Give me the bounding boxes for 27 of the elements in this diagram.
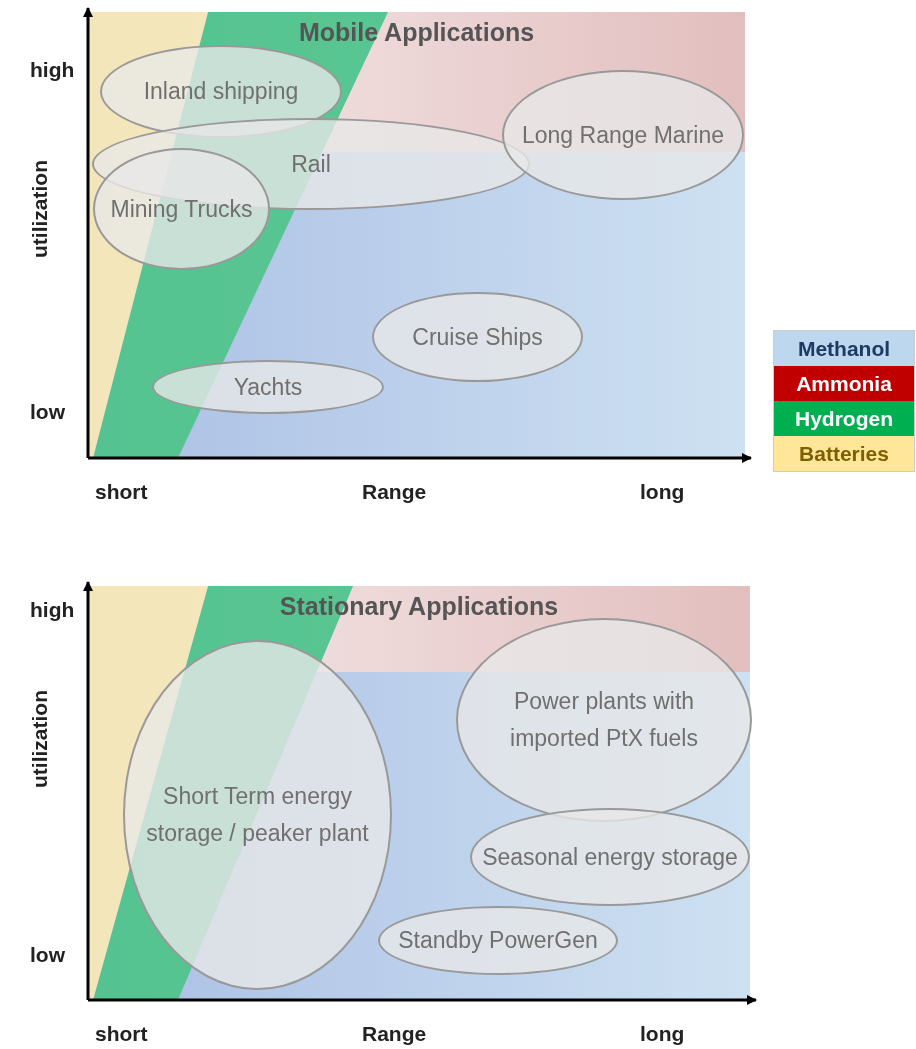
axis-title: Range (362, 1022, 427, 1046)
axis-tick-label: low (30, 943, 65, 967)
legend-label: Ammonia (796, 371, 892, 396)
bubble-label: Yachts (232, 372, 304, 402)
legend-label: Hydrogen (795, 406, 893, 431)
axis-tick-label: short (95, 480, 148, 504)
axis-title: Range (362, 480, 427, 504)
legend-label: Batteries (799, 441, 889, 466)
bubble-label: Long Range Marine (521, 120, 725, 150)
axis-tick-label: long (640, 480, 685, 504)
bubble-label: Rail (290, 149, 332, 179)
axis-title: utilization (28, 160, 52, 258)
bubble-label: Seasonal energy storage (481, 842, 739, 872)
bubble-label: Power plants with imported PtX fuels (509, 687, 699, 753)
bubble-label: Short Term energy storage / peaker plant (145, 782, 370, 848)
bubble-label: Inland shipping (142, 77, 300, 106)
panel-title: Mobile Applications (297, 18, 536, 47)
axis-title: utilization (28, 690, 52, 788)
bubble-label: Mining Trucks (109, 194, 254, 224)
axis-tick-label: low (30, 400, 65, 424)
bubble-label: Cruise Ships (411, 322, 544, 352)
axis-tick-label: high (30, 598, 75, 622)
legend-label: Methanol (797, 336, 891, 361)
bubble-label: Standby PowerGen (397, 926, 599, 955)
axis-tick-label: high (30, 58, 75, 82)
axis-tick-label: short (95, 1022, 148, 1046)
axis-tick-label: long (640, 1022, 685, 1046)
